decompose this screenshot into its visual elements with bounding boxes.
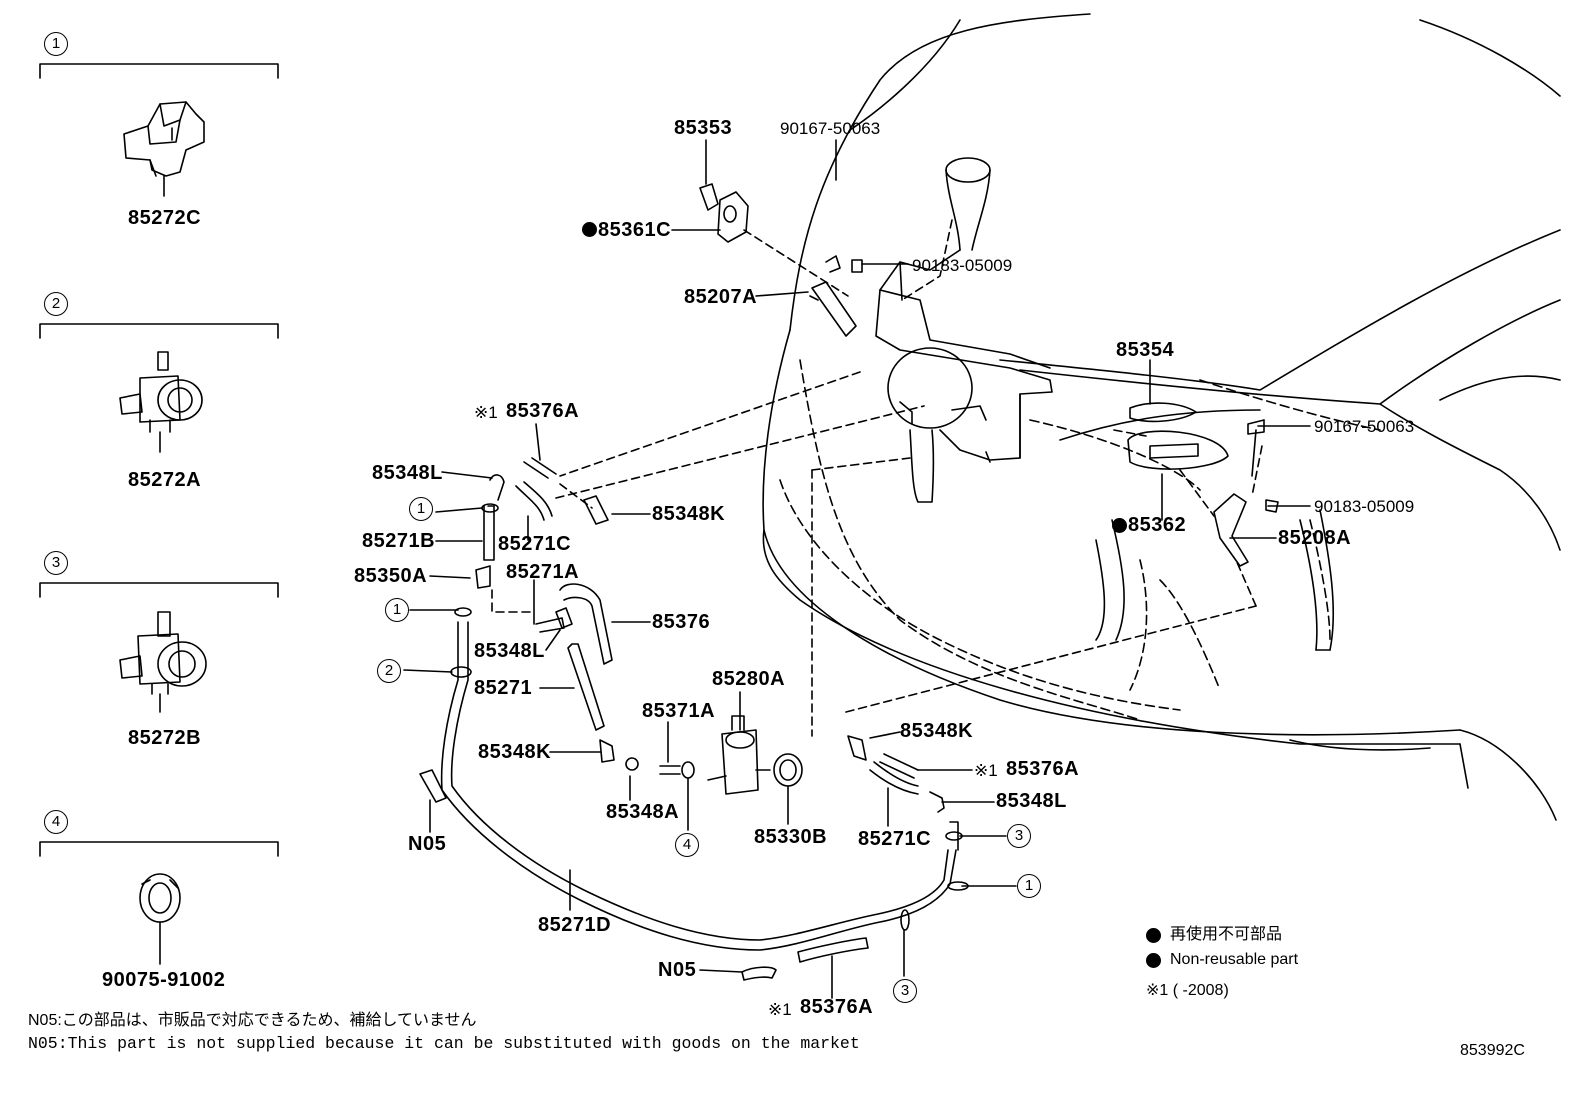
clip-marker-1a: 1 [409, 497, 433, 521]
part-label-85208a[interactable]: 85208A [1278, 527, 1352, 549]
diagram-id: 853992C [1460, 1042, 1525, 1059]
panel-marker-2: 2 [44, 292, 68, 316]
legend-dot-jp [1146, 928, 1161, 943]
part-label-85353[interactable]: 85353 [674, 117, 733, 139]
dashed-leader-lines [491, 219, 1263, 737]
clip-85272b-drawing [119, 611, 207, 713]
part-label-85376a-top[interactable]: 85376A [506, 400, 580, 422]
vehicle-body-outline [762, 13, 1561, 821]
part-label-90075-91002[interactable]: 90075-91002 [102, 969, 226, 991]
asterisk-mark-top: ※1 [474, 403, 498, 422]
part-label-n05-left[interactable]: N05 [408, 833, 447, 855]
part-label-85350a[interactable]: 85350A [354, 565, 428, 587]
clip-marker-3b: 3 [893, 979, 917, 1003]
part-label-85376[interactable]: 85376 [652, 611, 711, 633]
clip-marker-2: 2 [377, 659, 401, 683]
part-label-85348a[interactable]: 85348A [606, 801, 680, 823]
panel-marker-1: 1 [44, 32, 68, 56]
loose-hose-pieces [419, 769, 869, 981]
legend-non-reusable-en: Non-reusable part [1170, 951, 1299, 968]
part-label-85362[interactable]: 85362 [1128, 514, 1187, 536]
part-label-85207a[interactable]: 85207A [684, 286, 758, 308]
clip-85272a-drawing [119, 351, 203, 453]
clip-marker-3a: 3 [1007, 824, 1031, 848]
part-label-90167-50063-top[interactable]: 90167-50063 [780, 119, 881, 138]
legend-asterisk-note: ※1 ( -2008) [1146, 982, 1229, 999]
asterisk-mark-right: ※1 [974, 761, 998, 780]
part-label-85348k-mid[interactable]: 85348K [478, 741, 552, 763]
non-reusable-dot-85362 [1112, 518, 1127, 533]
clip-marker-4: 4 [675, 833, 699, 857]
part-label-85271b[interactable]: 85271B [362, 530, 436, 552]
footnote-n05-en: N05:This part is not supplied because it… [28, 1034, 860, 1053]
part-label-85272a[interactable]: 85272A [128, 469, 202, 491]
clip-85272c-drawing [123, 101, 205, 197]
part-label-85348k-top[interactable]: 85348K [652, 503, 726, 525]
part-label-85330b[interactable]: 85330B [754, 826, 828, 848]
asterisk-mark-bottom: ※1 [768, 1000, 792, 1019]
hose-fittings-right-group [847, 735, 963, 851]
part-label-85371a[interactable]: 85371A [642, 700, 716, 722]
part-label-85348l-top[interactable]: 85348L [372, 462, 443, 484]
legend-dot-en [1146, 953, 1161, 968]
part-label-90183-05009-top[interactable]: 90183-05009 [912, 256, 1013, 275]
washer-tank-drawing [875, 157, 1053, 503]
part-label-n05-bottom[interactable]: N05 [658, 959, 697, 981]
solid-leader-lines [403, 139, 1311, 999]
clip-marker-1c: 1 [1017, 874, 1041, 898]
clip-marker-1b: 1 [385, 598, 409, 622]
part-label-85271[interactable]: 85271 [474, 677, 533, 699]
part-label-85280a[interactable]: 85280A [712, 668, 786, 690]
part-label-85271c-top[interactable]: 85271C [498, 533, 572, 555]
vehicle-dashed-contours [779, 359, 1381, 721]
part-label-85361c[interactable]: 85361C [598, 219, 672, 241]
part-label-85272c[interactable]: 85272C [128, 207, 202, 229]
part-label-85348l-right[interactable]: 85348L [996, 790, 1067, 812]
legend-non-reusable-jp: 再使用不可部品 [1170, 926, 1283, 943]
part-label-90167-50063-right[interactable]: 90167-50063 [1314, 417, 1415, 436]
panel-marker-4: 4 [44, 810, 68, 834]
part-label-90183-05009-right[interactable]: 90183-05009 [1314, 497, 1415, 516]
nozzle-85208a-drawing [1127, 402, 1279, 567]
part-label-85271c-right[interactable]: 85271C [858, 828, 932, 850]
footnote-n05-jp: N05:この部品は、市販品で対応できるため、補給していません [28, 1012, 477, 1029]
part-label-85272b[interactable]: 85272B [128, 727, 202, 749]
non-reusable-dot-85361c [582, 222, 597, 237]
part-label-85348k-right[interactable]: 85348K [900, 720, 974, 742]
legend-panel-brackets [39, 63, 279, 857]
part-label-85271d[interactable]: 85271D [538, 914, 612, 936]
part-label-85354[interactable]: 85354 [1116, 339, 1175, 361]
part-label-85271a[interactable]: 85271A [506, 561, 580, 583]
part-label-85376a-right[interactable]: 85376A [1006, 758, 1080, 780]
clamp-90075-91002-drawing [139, 873, 181, 965]
nozzle-85207a-drawing [699, 183, 863, 337]
panel-marker-3: 3 [44, 551, 68, 575]
part-label-85348l-mid[interactable]: 85348L [474, 640, 545, 662]
part-label-85376a-bottom[interactable]: 85376A [800, 996, 874, 1018]
